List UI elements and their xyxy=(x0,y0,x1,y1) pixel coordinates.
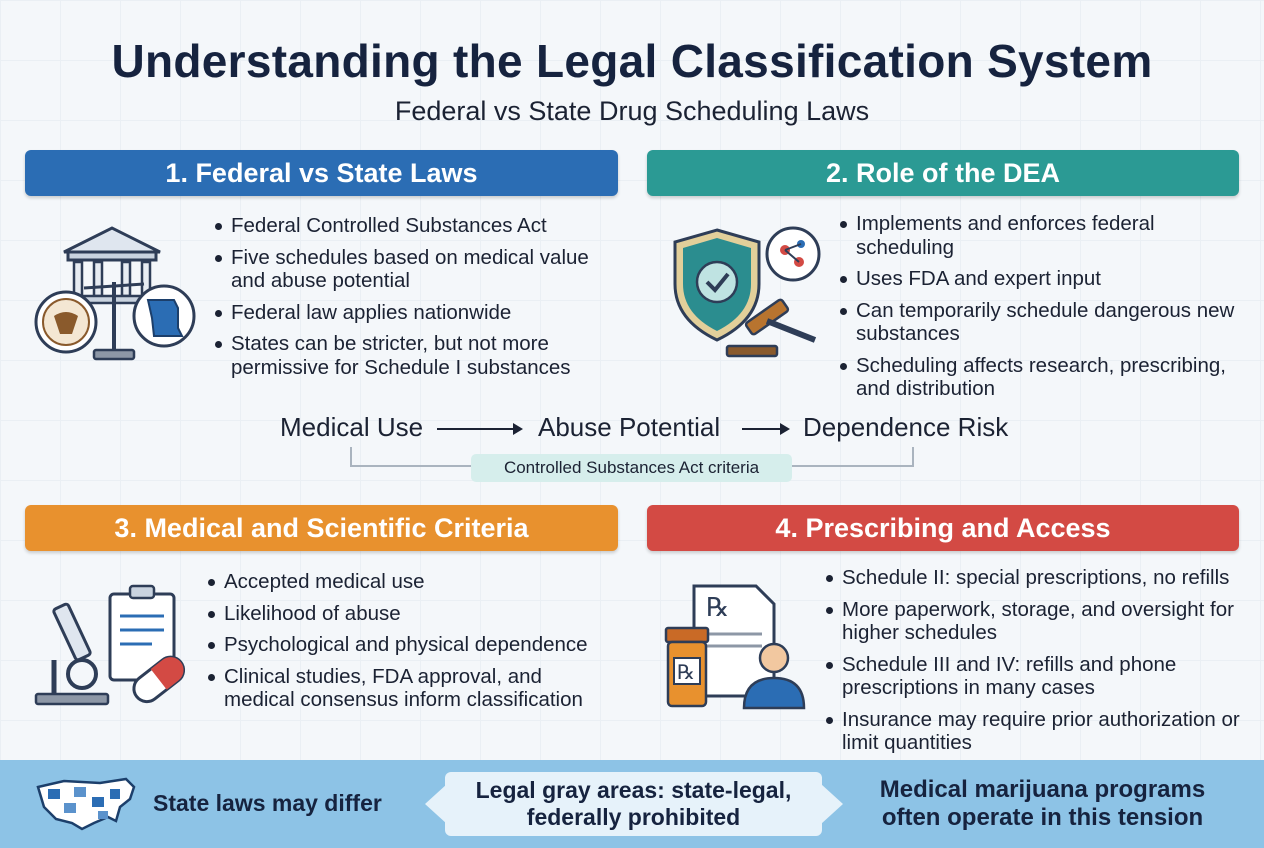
section-4-banner: 4. Prescribing and Access xyxy=(647,505,1239,551)
pill-bottle-icon: ℞ xyxy=(664,626,710,708)
flow-step-medical-use: Medical Use xyxy=(280,412,424,442)
rx-symbol: ℞ xyxy=(677,660,695,684)
list-item: Can temporarily schedule dangerous new s… xyxy=(840,299,1235,346)
list-item: Scheduling affects research, prescribing… xyxy=(840,354,1235,401)
microscope-icon xyxy=(34,584,186,706)
list-item: Five schedules based on medical value an… xyxy=(215,246,615,293)
flow-arrow xyxy=(742,423,790,435)
criteria-caption: Controlled Substances Act criteria xyxy=(471,454,792,482)
gavel-icon xyxy=(725,298,817,358)
list-item: Insurance may require prior authorizatio… xyxy=(826,708,1256,755)
list-item: Schedule III and IV: refills and phone p… xyxy=(826,653,1256,700)
flow-step-abuse-potential: Abuse Potential xyxy=(538,412,721,442)
list-item: Psychological and physical dependence xyxy=(208,633,613,657)
page-title: Understanding the Legal Classification S… xyxy=(111,35,1153,87)
shield-check-icon xyxy=(673,226,821,358)
list-item: Federal law applies nationwide xyxy=(215,301,615,325)
section-2-bullets: Implements and enforces federal scheduli… xyxy=(840,212,1235,409)
section-2-banner: 2. Role of the DEA xyxy=(647,150,1239,196)
flow-step-dependence-risk: Dependence Risk xyxy=(803,412,1009,442)
list-item: Accepted medical use xyxy=(208,570,613,594)
page-subtitle: Federal vs State Drug Scheduling Laws xyxy=(394,96,870,126)
molecule-icon xyxy=(765,226,821,282)
list-item: More paperwork, storage, and oversight f… xyxy=(826,598,1256,645)
section-1-bullets: Federal Controlled Substances Act Five s… xyxy=(215,214,615,387)
capsule-icon xyxy=(132,655,186,704)
double-arrow-callout xyxy=(425,784,843,824)
rx-symbol: ℞ xyxy=(706,593,729,623)
footer-gray-areas: Legal gray areas: state-legal, federally… xyxy=(445,772,822,836)
list-item: Likelihood of abuse xyxy=(208,602,613,626)
list-item: Federal Controlled Substances Act xyxy=(215,214,615,238)
clipboard-icon xyxy=(108,584,176,682)
doctor-icon xyxy=(742,642,806,710)
section-1-banner: 1. Federal vs State Laws xyxy=(25,150,618,196)
list-item: States can be stricter, but not more per… xyxy=(215,332,615,379)
section-4-bullets: Schedule II: special prescriptions, no r… xyxy=(826,566,1256,763)
list-item: Clinical studies, FDA approval, and medi… xyxy=(208,665,613,712)
us-map-icon xyxy=(36,777,136,831)
footer-marijuana-programs: Medical marijuana programs often operate… xyxy=(879,776,1206,831)
list-item: Schedule II: special prescriptions, no r… xyxy=(826,566,1256,590)
flow-arrow xyxy=(437,423,523,435)
list-item: Uses FDA and expert input xyxy=(840,267,1235,291)
courthouse-icon xyxy=(34,226,196,361)
footer-state-laws: State laws may differ xyxy=(153,790,382,816)
prescription-document-icon: ℞ ℞ xyxy=(664,584,806,710)
section-3-bullets: Accepted medical use Likelihood of abuse… xyxy=(208,570,613,720)
list-item: Implements and enforces federal scheduli… xyxy=(840,212,1235,259)
section-3-banner: 3. Medical and Scientific Criteria xyxy=(25,505,618,551)
